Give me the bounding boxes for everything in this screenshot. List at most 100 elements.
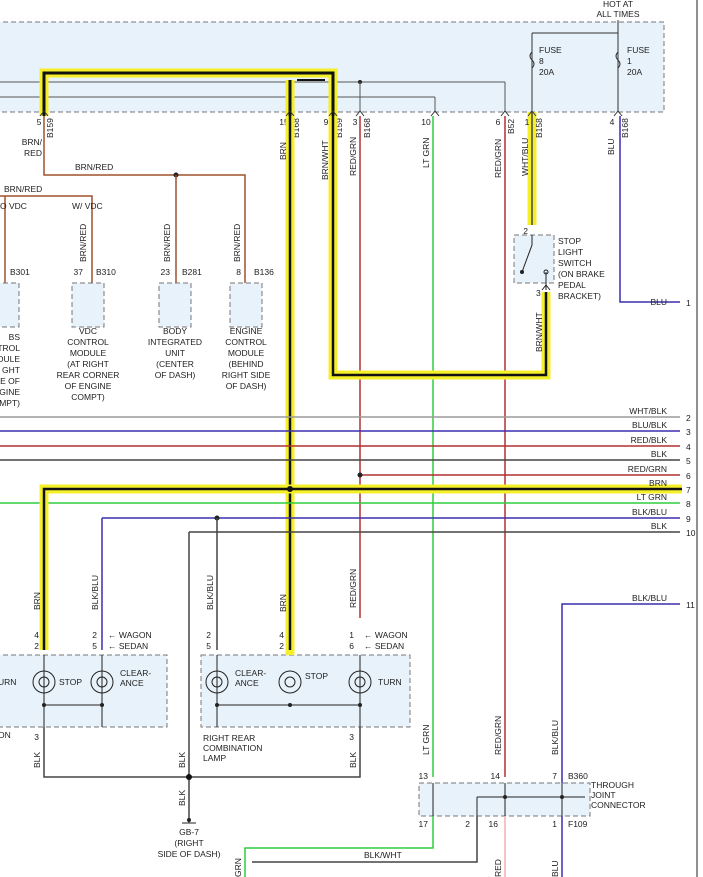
wire-label-brn-red-2: RED — [24, 148, 42, 158]
lamp-pin: 2 — [34, 641, 39, 651]
hot-label-2: ALL TIMES — [597, 9, 640, 19]
module-conn: B281 — [182, 267, 202, 277]
stop-light-switch: 2 3 STOP LIGHT SWITCH (ON BRAKE PEDAL BR… — [513, 226, 605, 301]
variant-wagon-right: ← WAGON — [364, 630, 408, 640]
lamp-pin: 1 — [349, 630, 354, 640]
switch-pin-in: 2 — [523, 226, 528, 236]
wire-label: BLK/BLU — [90, 575, 100, 610]
wire-label: BRN/WHT — [534, 312, 544, 352]
fuse-1-rating: 20A — [627, 67, 642, 77]
wire-label: BRN — [32, 592, 42, 610]
wire-blu-output — [619, 116, 680, 303]
pin-label: 15 — [279, 117, 289, 127]
module-line: NTROL — [0, 343, 20, 353]
module-pin: 37 — [74, 267, 84, 277]
module-line: MPT) — [0, 398, 20, 408]
wire-tag: BLU — [650, 297, 667, 307]
pin-label: 3 — [353, 117, 358, 127]
module-line: (BEHIND — [229, 359, 264, 369]
wire-label: RED/GRN — [493, 139, 503, 178]
joint-conn: B360 — [568, 771, 588, 781]
joint-pin: 7 — [552, 771, 557, 781]
joint-pin: 1 — [552, 819, 557, 829]
harness-bus — [0, 416, 680, 650]
engine-control-module: 8 B136 ENGINE CONTROL MODULE (BEHIND RIG… — [222, 267, 274, 391]
fuse-1: FUSE 1 20A — [615, 33, 650, 112]
wire-num: 1 — [686, 298, 691, 308]
lamp-label: ON — [0, 730, 11, 740]
wire-label: WHT/BLU — [520, 138, 530, 176]
module-line: OF DASH) — [155, 370, 196, 380]
wire-label-partial: GRN — [233, 858, 243, 877]
lamp-pin: 4 — [34, 630, 39, 640]
wire-label: BRN — [278, 594, 288, 612]
lamp-pin: 2 — [92, 630, 97, 640]
wire-tag: BLK — [651, 521, 667, 531]
joint-pin: 2 — [465, 819, 470, 829]
wire-num: 9 — [686, 514, 691, 524]
joint-conn: F109 — [568, 819, 588, 829]
module-conn: B136 — [254, 267, 274, 277]
wire-tag: BLK/BLU — [632, 507, 667, 517]
wire-label: BRN/RED — [232, 224, 242, 262]
joint-pin: 13 — [419, 771, 429, 781]
joint-pin: 17 — [419, 819, 429, 829]
lamp-caption: RIGHT REAR — [203, 733, 255, 743]
lamp-label: TURN — [378, 677, 402, 687]
module-line: (AT RIGHT — [67, 359, 109, 369]
conn-label: B168 — [620, 118, 630, 138]
lamp-caption: COMBINATION — [203, 743, 262, 753]
wire-label-brn-red-h: BRN/RED — [75, 162, 113, 172]
abs-control-module: B301 BS NTROL DULE GHT DE OF NGINE MPT) — [0, 267, 30, 408]
ground-gb7: GB-7 (RIGHT SIDE OF DASH) — [158, 818, 221, 859]
lamp-pin: 5 — [92, 641, 97, 651]
variant-sedan-right: ← SEDAN — [364, 641, 404, 651]
pin-arrows — [39, 110, 623, 117]
module-line: UNIT — [165, 348, 185, 358]
wire-num: 2 — [686, 413, 691, 423]
lamp-pin: 3 — [349, 732, 354, 742]
wire-label: BLK — [32, 752, 42, 768]
ground-line: (RIGHT — [174, 838, 203, 848]
switch-line: SWITCH — [558, 258, 592, 268]
lamp-label: URN — [0, 677, 16, 687]
wire-num: 10 — [686, 528, 696, 538]
lamp-label: ANCE — [235, 678, 259, 688]
vdc-with-label: W/ VDC — [72, 201, 103, 211]
wire-label: BLK/WHT — [364, 850, 402, 860]
wire-label-brn-red-1: BRN/ — [22, 137, 43, 147]
wire-label: RED/GRN — [493, 716, 503, 755]
fuse-1-name: FUSE — [627, 45, 650, 55]
module-line: OF ENGINE — [65, 381, 112, 391]
wire-tag: RED/GRN — [628, 464, 667, 474]
lamp-label: CLEAR- — [235, 668, 266, 678]
wire-num: 7 — [686, 485, 691, 495]
wire-tag: BLU/BLK — [632, 420, 667, 430]
module-line: NGINE — [0, 387, 20, 397]
module-pin: 8 — [236, 267, 241, 277]
lamp-pin: 3 — [34, 732, 39, 742]
fuse-1-num: 1 — [627, 56, 632, 66]
module-line: DE OF — [0, 376, 20, 386]
pin-label: 9 — [324, 117, 329, 127]
module-line: COMPT) — [71, 392, 105, 402]
wire-num: 3 — [686, 427, 691, 437]
fuse-8-num: 8 — [539, 56, 544, 66]
module-line: RIGHT SIDE — [222, 370, 271, 380]
wire-label: RED/GRN — [348, 137, 358, 176]
wire-num: 5 — [686, 456, 691, 466]
pin-label: 4 — [610, 117, 615, 127]
variant-wagon-left: ← WAGON — [108, 630, 152, 640]
module-line: ENGINE — [230, 326, 263, 336]
pin-label: 1 — [525, 117, 530, 127]
conn-label: B52 — [506, 119, 516, 134]
module-conn: B301 — [10, 267, 30, 277]
stop-bulb-icon — [278, 670, 302, 694]
module-line: CONTROL — [67, 337, 109, 347]
module-line: CONTROL — [225, 337, 267, 347]
wire-num: 11 — [686, 600, 695, 610]
fuse-8-rating: 20A — [539, 67, 554, 77]
wire-lt-grn-out — [244, 816, 434, 877]
conn-label: B168 — [362, 118, 372, 138]
